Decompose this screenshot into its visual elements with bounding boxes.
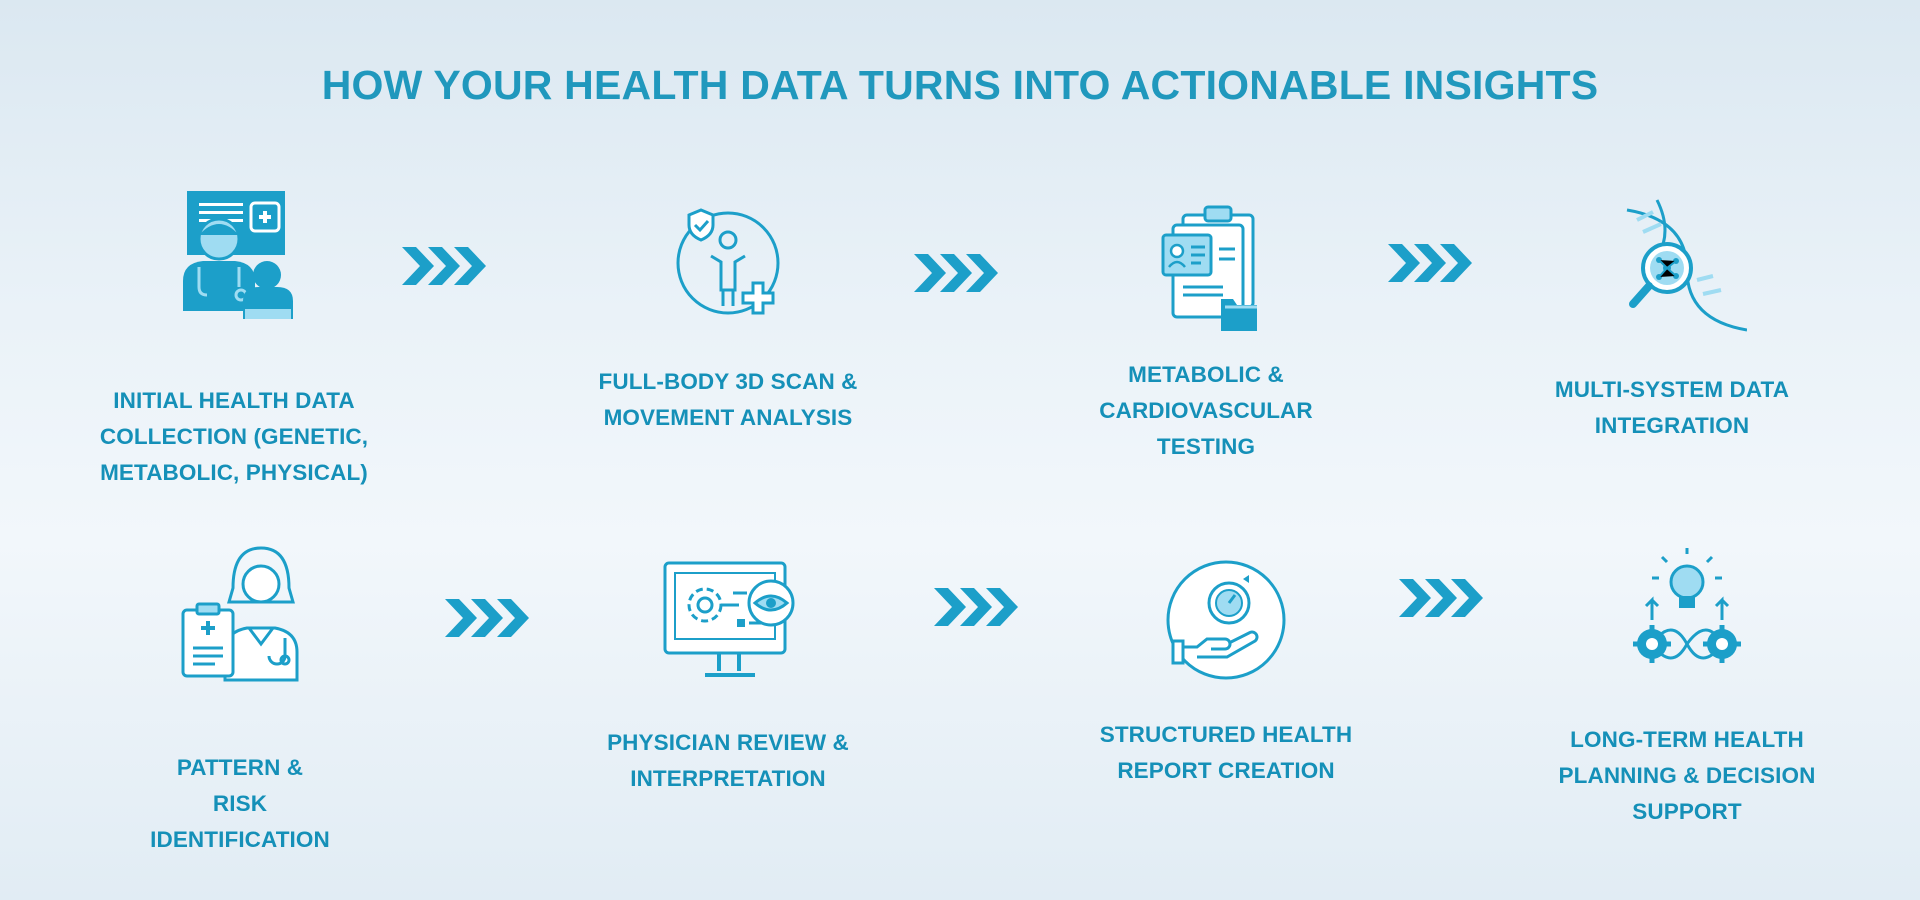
flow-arrow: [910, 250, 1000, 296]
step-long-term-planning: LONG-TERM HEALTH PLANNING & DECISION SUP…: [1507, 540, 1867, 830]
step-report-creation: STRUCTURED HEALTH REPORT CREATION: [1046, 545, 1406, 789]
step-label: INITIAL HEALTH DATA COLLECTION (GENETIC,…: [99, 388, 369, 485]
flow-arrow: [398, 243, 488, 289]
flow-arrow: [441, 595, 531, 641]
doctor-patient-icon: [159, 183, 309, 333]
page-title: HOW YOUR HEALTH DATA TURNS INTO ACTIONAB…: [321, 62, 1599, 108]
flow-arrow: [1395, 575, 1485, 621]
hand-clock-icon: [1151, 545, 1301, 695]
step-initial-data-collection: INITIAL HEALTH DATA COLLECTION (GENETIC,…: [54, 183, 414, 491]
step-physician-review: PHYSICIAN REVIEW & INTERPRETATION: [548, 545, 908, 797]
step-label: FULL-BODY 3D SCAN & MOVEMENT ANALYSIS: [598, 369, 858, 430]
step-pattern-risk: PATTERN & RISK IDENTIFICATION: [60, 540, 420, 858]
step-label: PHYSICIAN REVIEW & INTERPRETATION: [607, 730, 849, 791]
flow-arrow: [1384, 240, 1474, 286]
step-label: LONG-TERM HEALTH PLANNING & DECISION SUP…: [1558, 727, 1816, 824]
dna-magnifier-icon: [1597, 190, 1747, 340]
flow-arrow: [930, 584, 1020, 630]
step-metabolic-testing: METABOLIC & CARDIOVASCULAR TESTING: [1026, 195, 1386, 465]
step-label: STRUCTURED HEALTH REPORT CREATION: [1099, 722, 1353, 783]
step-label: MULTI-SYSTEM DATA INTEGRATION: [1554, 377, 1790, 438]
step-label: PATTERN & RISK IDENTIFICATION: [150, 755, 330, 852]
nurse-clipboard-icon: [165, 540, 315, 690]
monitor-gear-eye-icon: [653, 545, 803, 695]
bulb-gears-icon: [1612, 540, 1762, 690]
step-body-scan: FULL-BODY 3D SCAN & MOVEMENT ANALYSIS: [548, 188, 908, 436]
step-label: METABOLIC & CARDIOVASCULAR TESTING: [1099, 362, 1313, 459]
body-scan-icon: [653, 188, 803, 338]
step-data-integration: MULTI-SYSTEM DATA INTEGRATION: [1492, 190, 1852, 444]
clipboard-records-icon: [1131, 195, 1281, 345]
